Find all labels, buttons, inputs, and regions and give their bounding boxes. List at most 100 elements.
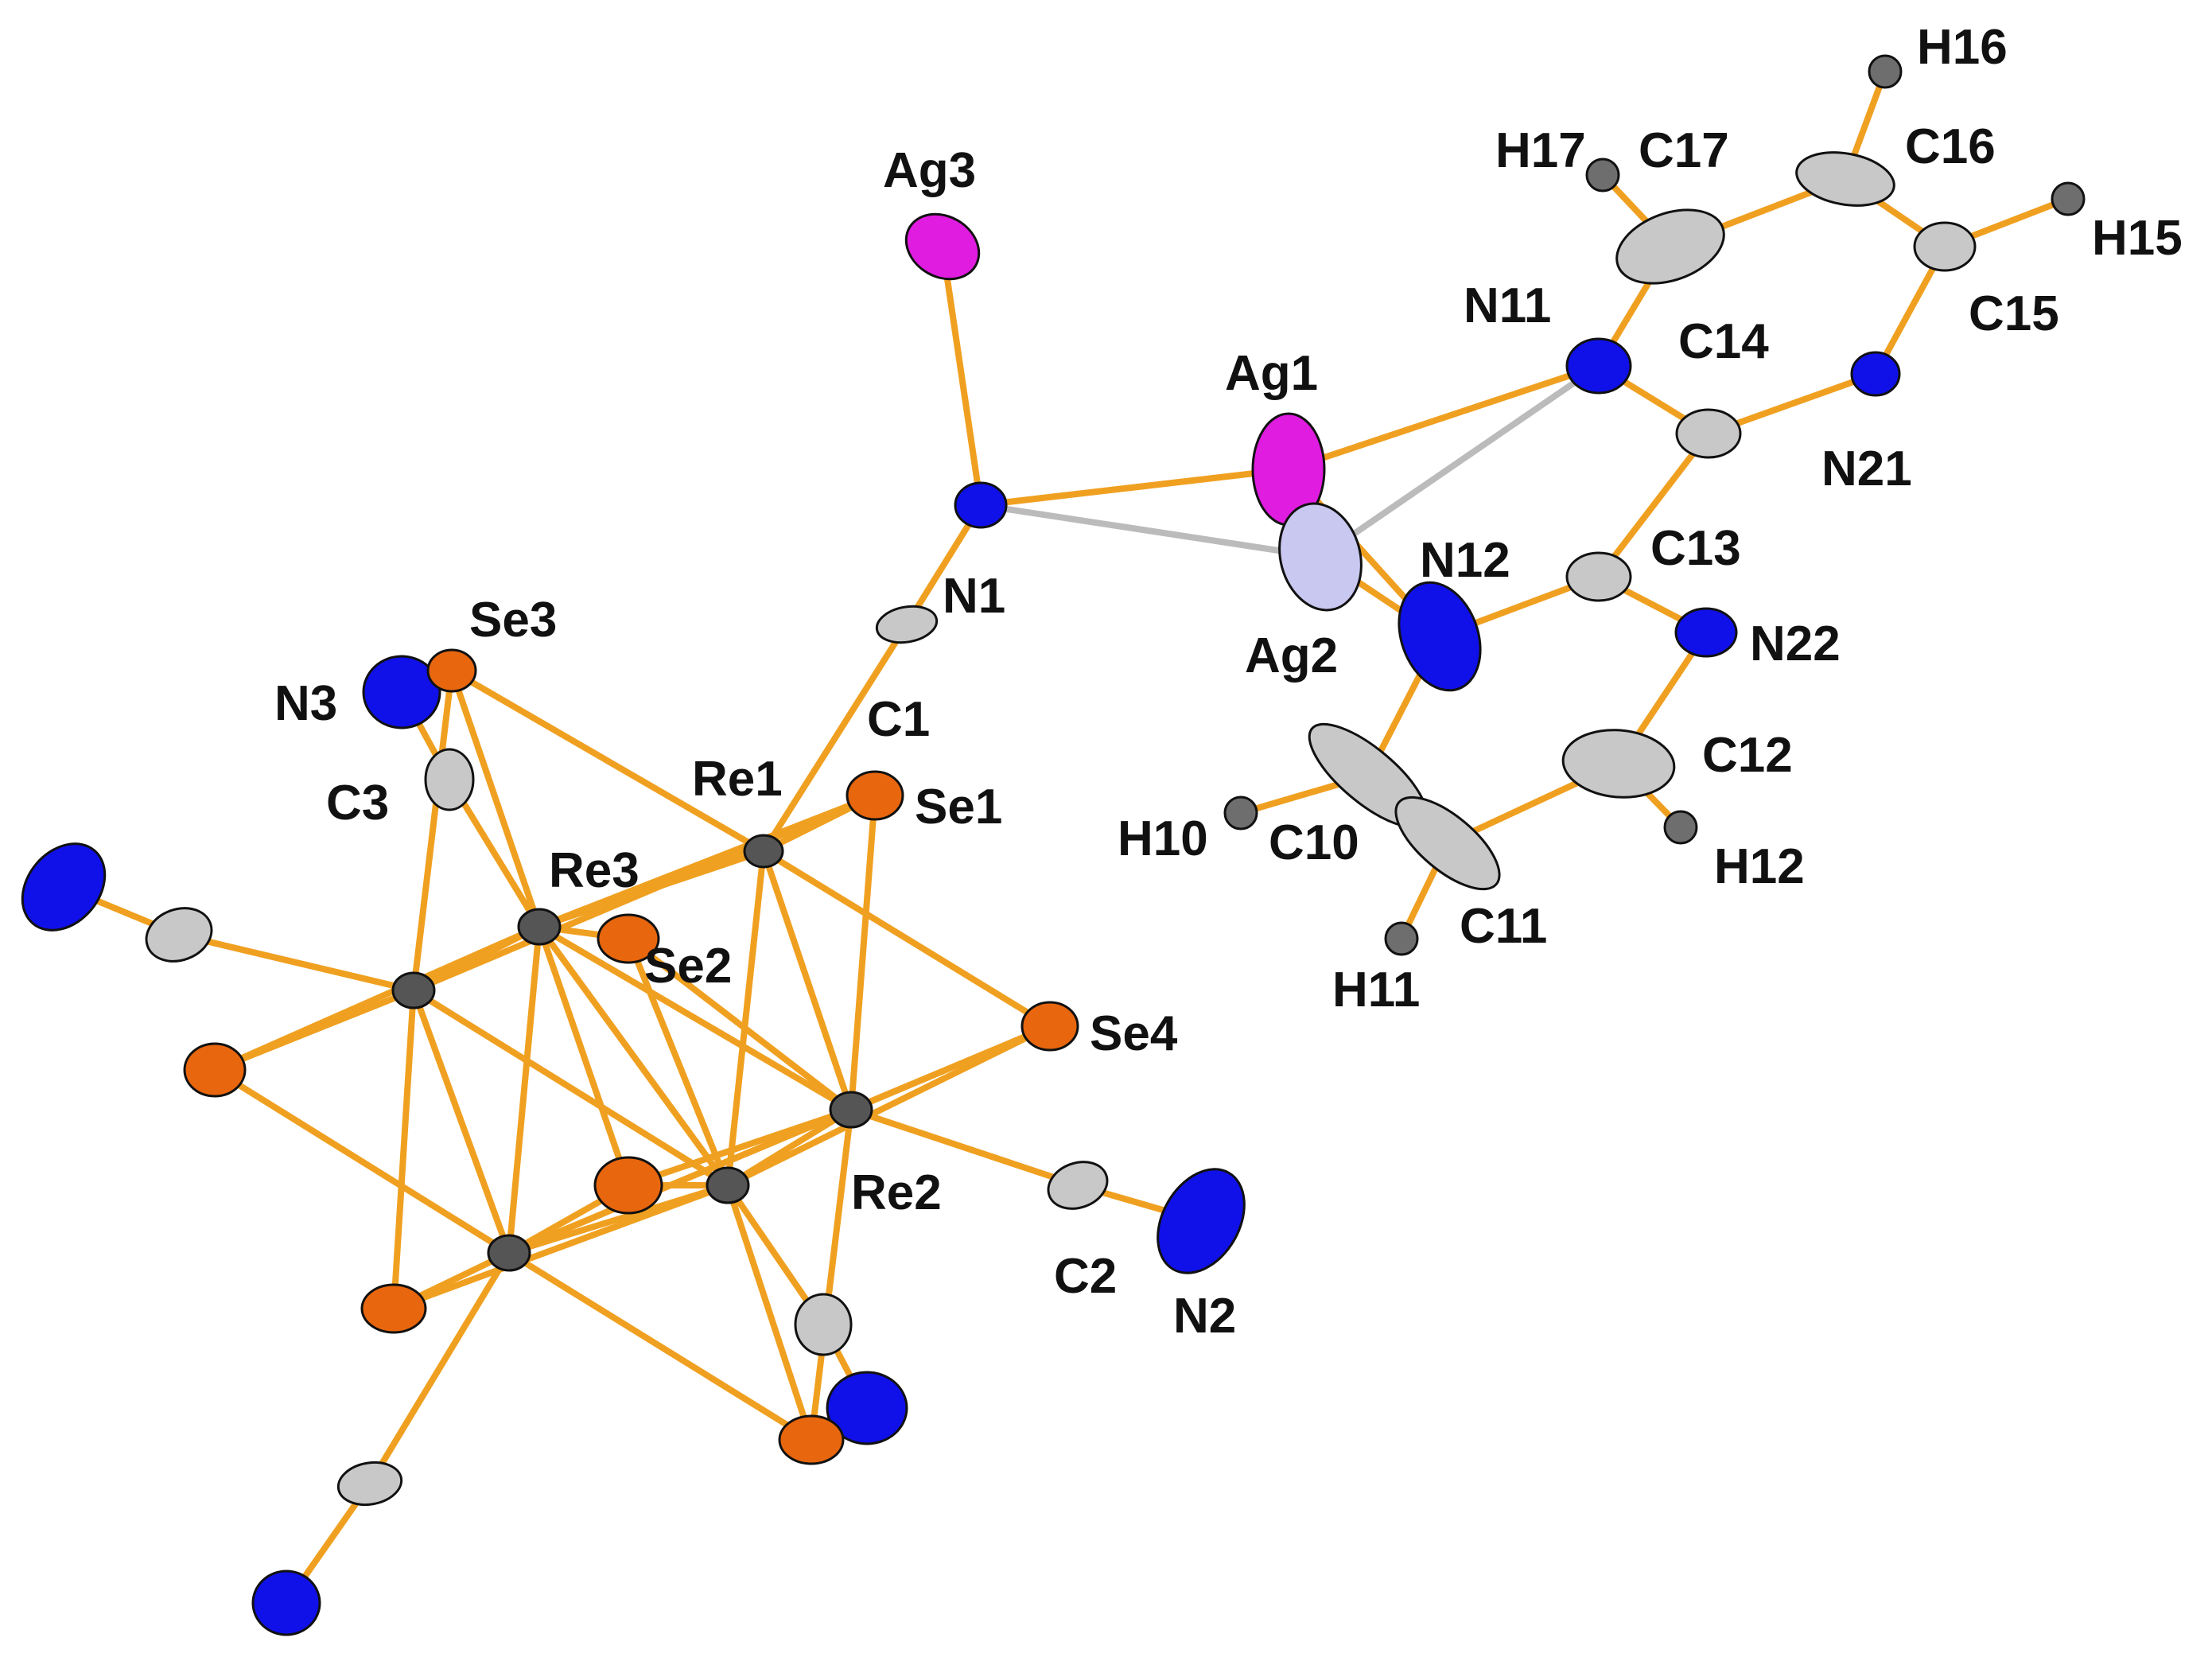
bond-se3-re3 <box>449 667 542 930</box>
label-n22: N22 <box>1750 617 1841 671</box>
label-c13: C13 <box>1650 521 1741 576</box>
label-n1: N1 <box>943 569 1005 624</box>
label-se3: Se3 <box>469 593 557 648</box>
atom-n3 <box>362 655 441 729</box>
label-h15: H15 <box>2092 211 2183 266</box>
label-h11: H11 <box>1332 963 1420 1017</box>
bond-se1-re2 <box>848 792 878 1113</box>
label-se1: Se1 <box>915 780 1002 834</box>
atom-n4 <box>21 842 107 932</box>
bond-ag3-n1 <box>939 243 984 508</box>
label-n3: N3 <box>274 676 337 731</box>
bond-re6-se7 <box>506 1250 814 1443</box>
bond-se3-re1 <box>449 667 767 854</box>
atom-c12 <box>1561 729 1676 799</box>
label-c14: C14 <box>1678 314 1769 369</box>
label-ag1: Ag1 <box>1225 346 1318 401</box>
bond-re4-se8 <box>391 987 417 1312</box>
bond-se2-re5 <box>625 936 731 1188</box>
bond-re5-se7 <box>725 1182 814 1443</box>
atom-re2 <box>829 1091 873 1129</box>
bond-re3-re2 <box>536 924 854 1113</box>
atom-n2 <box>1157 1168 1246 1274</box>
contact-ag2-n11 <box>1317 363 1602 560</box>
bond-re2-c2 <box>848 1107 1081 1188</box>
bond-re4-se6 <box>212 987 417 1073</box>
atom-se6 <box>183 1042 247 1098</box>
label-re2: Re2 <box>851 1165 942 1220</box>
atom-h10 <box>1223 795 1258 830</box>
atom-se4 <box>1020 1001 1079 1052</box>
atom-n6 <box>251 1570 321 1636</box>
atom-n1 <box>954 481 1008 529</box>
label-n2: N2 <box>1173 1289 1236 1344</box>
atom-c2 <box>1047 1161 1109 1210</box>
atoms <box>21 54 2086 1636</box>
contact-lines <box>978 363 1602 560</box>
label-re3: Re3 <box>549 843 639 898</box>
bond-re4-re5 <box>410 987 731 1188</box>
label-c15: C15 <box>1969 286 2059 341</box>
label-se2: Se2 <box>644 939 732 994</box>
atom-n11 <box>1565 337 1632 395</box>
atom-re3 <box>517 908 562 946</box>
bond-ag1-n11 <box>1285 363 1602 473</box>
atom-ag2 <box>1278 502 1363 612</box>
label-h10: H10 <box>1118 811 1208 866</box>
label-re1: Re1 <box>692 752 783 807</box>
bond-re3-re6 <box>506 924 542 1256</box>
bond-re1-re5 <box>725 848 767 1188</box>
atom-h15 <box>2051 181 2086 216</box>
atom-h11 <box>1384 921 1419 956</box>
bond-re3-se5 <box>536 924 632 1188</box>
label-n12: N12 <box>1420 533 1510 588</box>
bond-re4-se1 <box>410 792 878 994</box>
atom-c4 <box>145 907 213 963</box>
label-ag2: Ag2 <box>1245 628 1338 683</box>
atom-h12 <box>1663 810 1698 845</box>
atom-c11 <box>1394 795 1501 891</box>
atom-se2 <box>597 913 660 964</box>
bond-se3-re4 <box>410 667 455 994</box>
label-h17: H17 <box>1495 123 1586 178</box>
bond-se2-re2 <box>625 936 854 1113</box>
bond-se4-re5 <box>725 1023 1053 1188</box>
atom-se7 <box>778 1414 845 1465</box>
atom-c14 <box>1675 408 1742 459</box>
atom-ag3 <box>904 212 981 281</box>
bond-lines <box>60 68 2071 1606</box>
atom-c16 <box>1795 151 1895 207</box>
atom-c15 <box>1913 221 1977 272</box>
bond-n1-ag1 <box>978 466 1292 508</box>
bond-re5-se8 <box>391 1182 731 1312</box>
atom-n21 <box>1850 351 1901 397</box>
bond-re2-se7 <box>808 1107 854 1443</box>
atom-n12 <box>1398 581 1482 692</box>
atom-labels: Ag3 Ag1 Ag2 N1 C1 Se3 N3 C3 Re1 Se1 Re3 … <box>274 20 2183 1344</box>
bond-c14-c13 <box>1596 430 1712 580</box>
atom-se8 <box>360 1283 427 1334</box>
label-se4: Se4 <box>1090 1006 1178 1061</box>
label-ag3: Ag3 <box>883 143 976 198</box>
label-h16: H16 <box>1917 20 2008 75</box>
bond-re4-re6 <box>410 987 512 1256</box>
atom-se1 <box>846 770 904 821</box>
atom-n5 <box>826 1371 908 1445</box>
label-h12: H12 <box>1714 839 1805 894</box>
label-n11: N11 <box>1464 278 1551 333</box>
atom-re1 <box>743 834 784 869</box>
bond-se6-re6 <box>212 1067 512 1256</box>
bond-re3-re5 <box>536 924 731 1188</box>
atom-re6 <box>487 1234 531 1272</box>
label-n21: N21 <box>1821 442 1912 496</box>
atom-re4 <box>391 971 436 1009</box>
bond-re4-c4 <box>176 932 417 994</box>
bond-re6-c6 <box>367 1250 512 1487</box>
atom-h17 <box>1585 158 1620 193</box>
bond-re1-se4 <box>760 848 1053 1029</box>
bond-se4-re6 <box>506 1023 1053 1256</box>
label-c2: C2 <box>1054 1249 1117 1304</box>
atom-h16 <box>1868 54 1903 89</box>
atom-se3 <box>426 648 477 693</box>
